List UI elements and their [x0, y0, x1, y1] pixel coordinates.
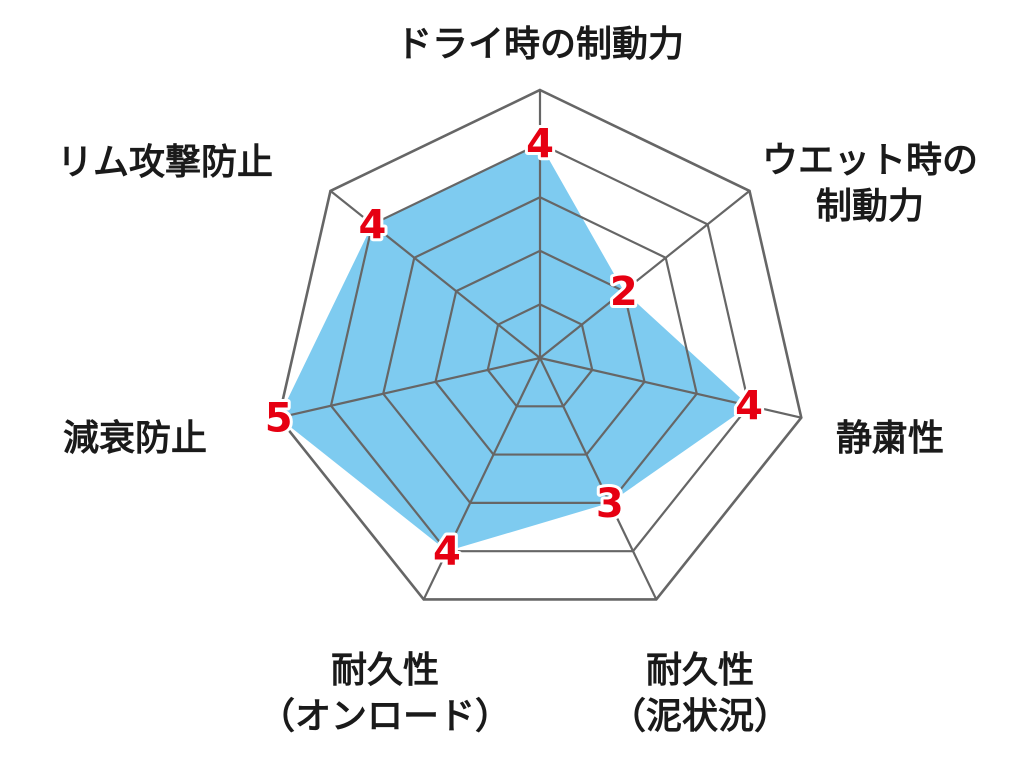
axis-label-dry-braking: ドライ時の制動力 — [395, 24, 684, 65]
value-label-3: 3 — [596, 481, 624, 527]
grid-spoke-1 — [539, 190, 751, 359]
value-label-5: 5 — [265, 396, 293, 442]
grid-spoke-4 — [422, 357, 541, 600]
grid-spoke-6 — [329, 190, 541, 359]
value-label-0: 4 — [526, 122, 554, 168]
grid-ring-2 — [434, 249, 646, 456]
grid-ring-1 — [486, 303, 594, 408]
value-label-6: 4 — [358, 202, 386, 248]
grid-ring-4 — [329, 142, 751, 553]
axis-label-attenuation-prevention: 減衰防止 — [62, 418, 207, 459]
axis-label-durability-mud: 耐久性 （泥状況） — [609, 650, 790, 737]
grid-spoke-2 — [539, 356, 802, 419]
axis-label-wet-braking: ウエット時の 制動力 — [761, 140, 978, 227]
value-label-1: 2 — [610, 269, 638, 315]
value-label-4: 4 — [433, 529, 461, 575]
axis-label-rim-attack-prevention: リム攻撃防止 — [56, 142, 273, 183]
grid-ring-5 — [277, 88, 803, 601]
grid-spoke-5 — [278, 356, 541, 419]
grid-ring-3 — [382, 195, 698, 504]
axis-label-durability-onroad: 耐久性 （オンロード） — [258, 650, 511, 737]
axis-label-quietness: 静粛性 — [835, 418, 944, 459]
data-area — [278, 143, 750, 552]
value-label-2: 4 — [735, 384, 763, 430]
grid-spoke-3 — [539, 357, 658, 600]
